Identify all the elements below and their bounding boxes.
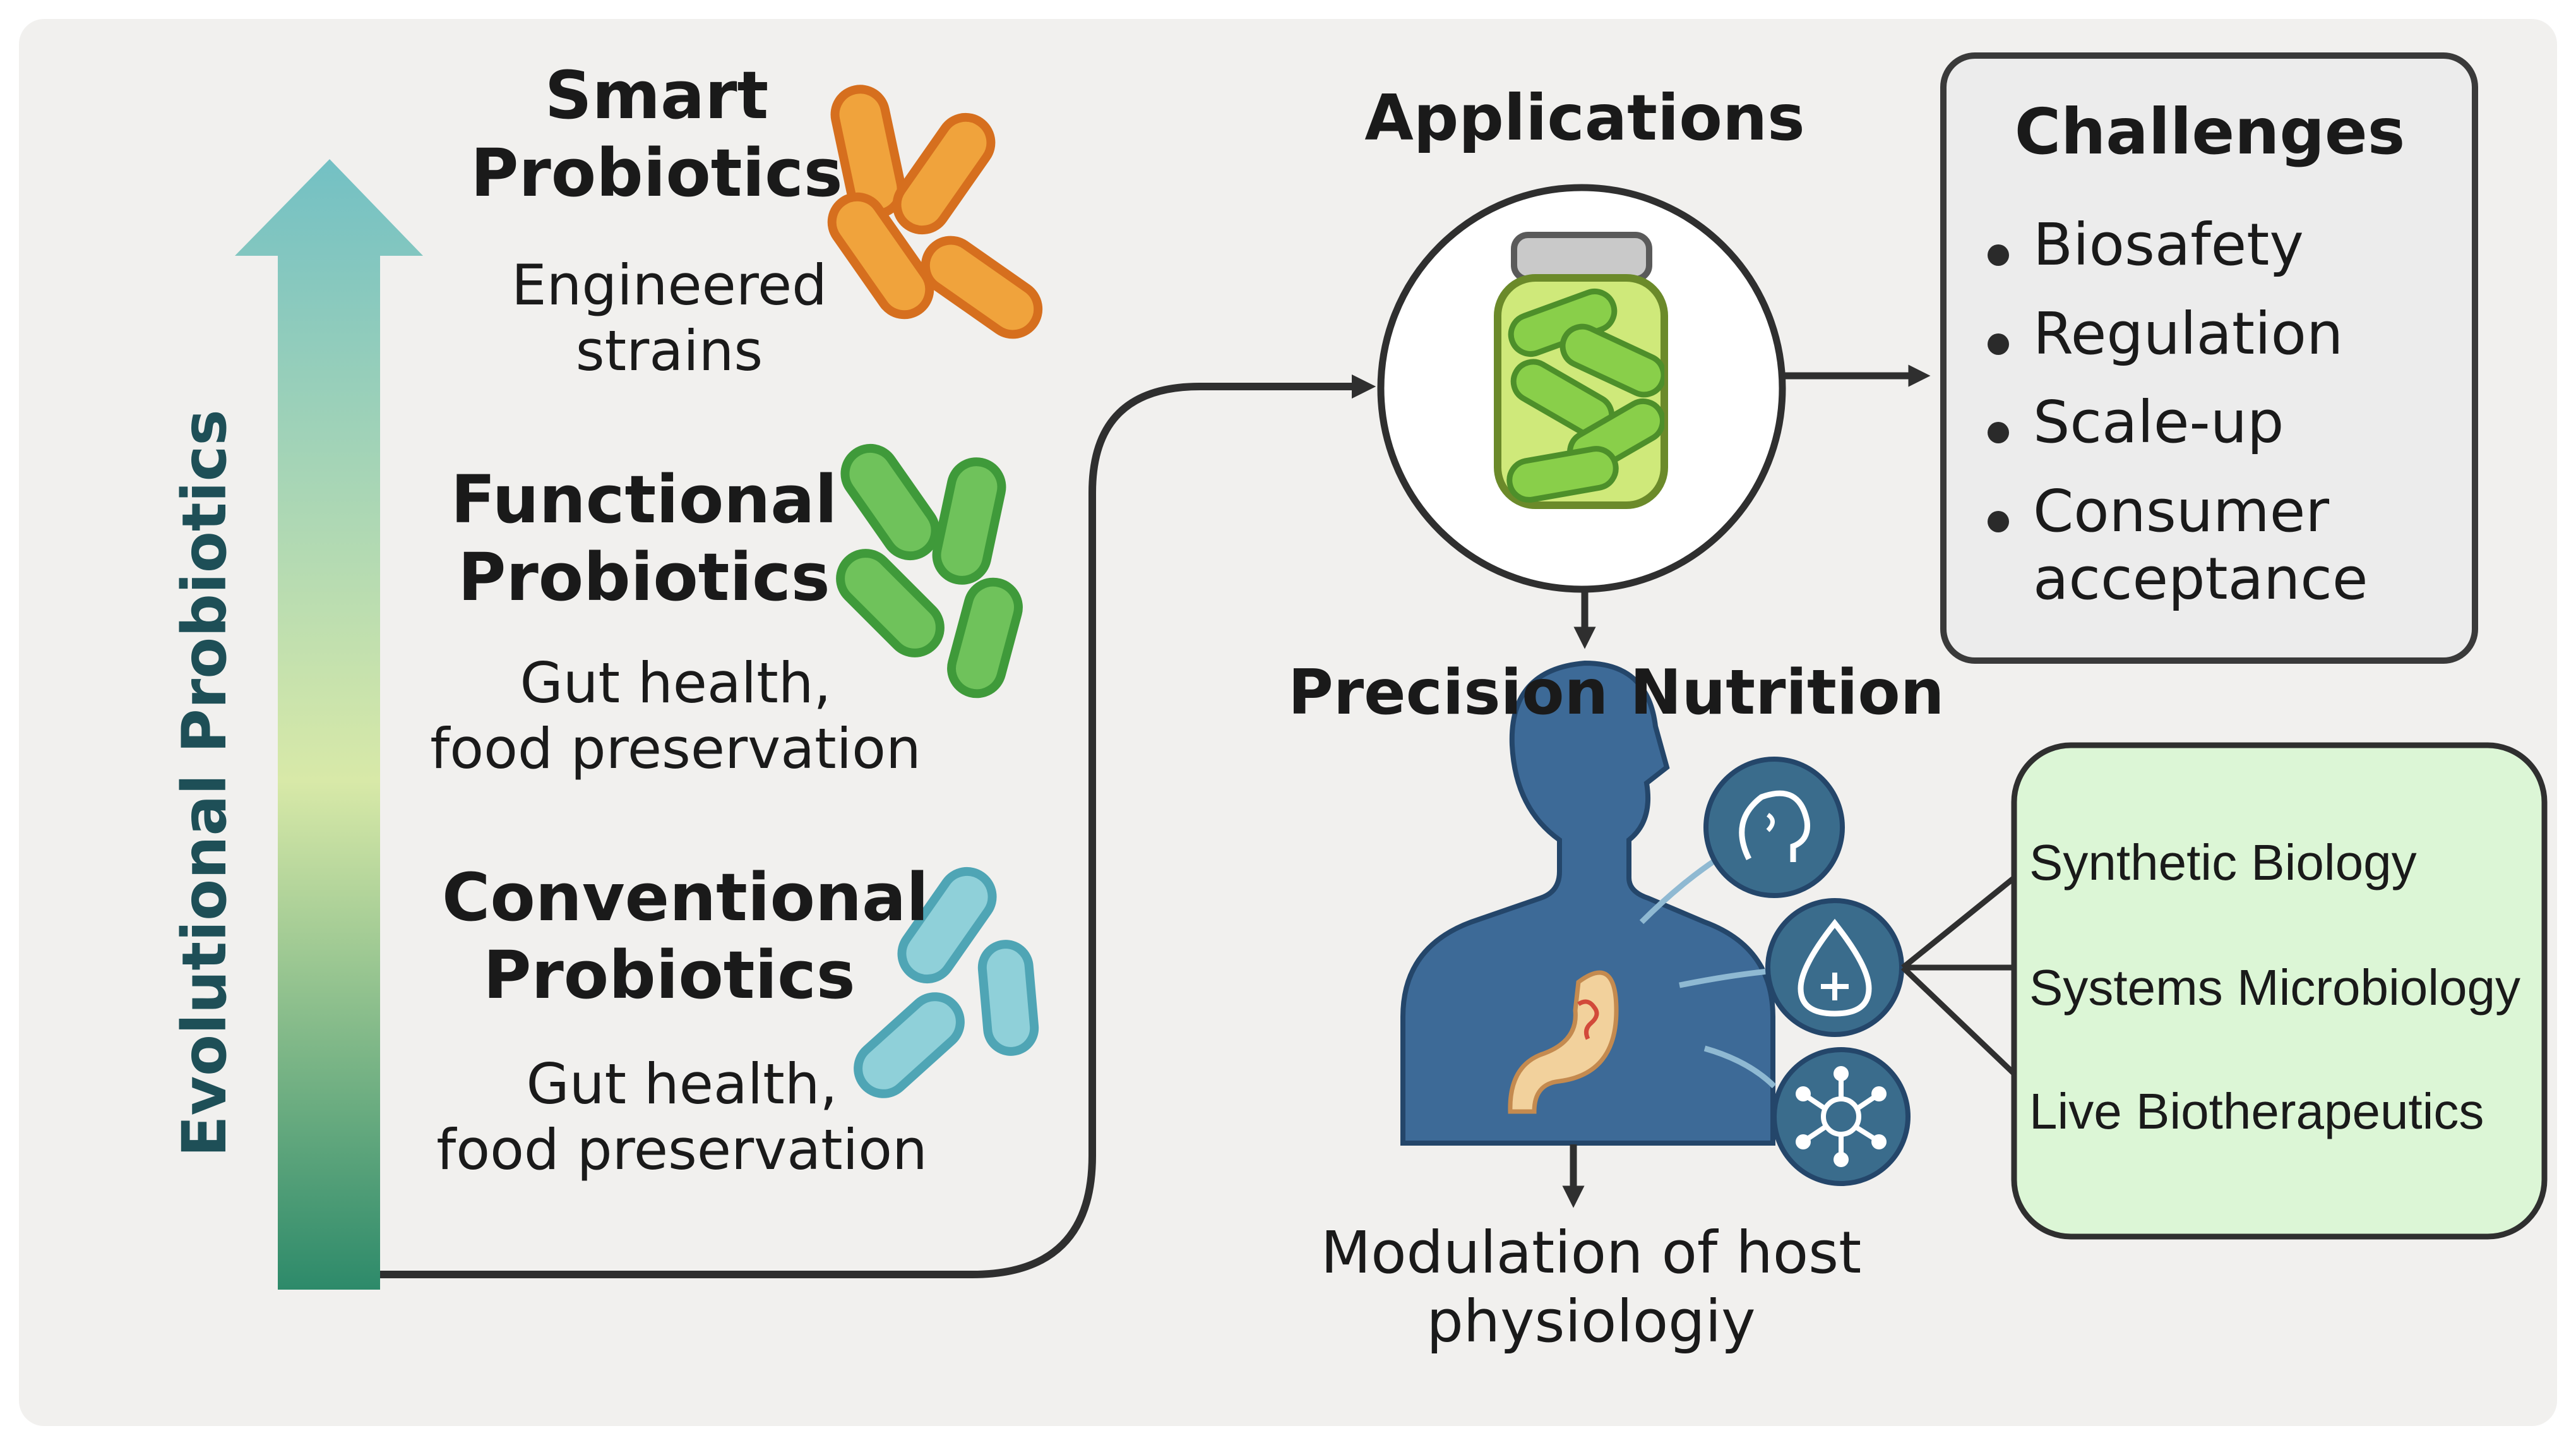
- evolution-axis-label: Evolutional Probiotics: [169, 409, 240, 1157]
- challenge-item: Consumer acceptance: [1983, 477, 2387, 613]
- brain-icon: [1703, 757, 1845, 898]
- stomach-icon: [1508, 970, 1619, 1114]
- smart-title-line1: Smart: [544, 57, 769, 134]
- technology-systems-microbiology: Systems Microbiology: [2029, 959, 2521, 1016]
- droplet-plus-icon: [1765, 898, 1904, 1037]
- teal-bacteria-icon: [854, 866, 1039, 1098]
- technology-synthetic-biology: Synthetic Biology: [2029, 834, 2417, 890]
- functional-title-line2: Probiotics: [458, 538, 830, 616]
- orange-bacteria-icon: [827, 85, 1043, 339]
- smart-title-line2: Probiotics: [470, 134, 843, 212]
- conventional-title-line2: Probiotics: [483, 936, 856, 1014]
- challenge-item: Regulation: [1983, 300, 2462, 368]
- conventional-title-line1: Conventional: [442, 859, 929, 936]
- functional-desc-line1: Gut health,: [520, 651, 832, 716]
- conventional-probiotics-desc: Gut health, food preservation: [429, 1052, 934, 1183]
- challenges-list: Biosafety Regulation Scale-up Consumer a…: [1983, 211, 2462, 635]
- outcome-text: Modulation of host physiologiy: [1275, 1219, 1907, 1356]
- conventional-probiotics-title: Conventional Probiotics: [442, 859, 929, 1014]
- human-body-icon: [1400, 660, 1775, 1146]
- challenges-title: Challenges: [2014, 95, 2406, 169]
- functional-title-line1: Functional: [450, 461, 838, 538]
- green-bacteria-icon: [836, 443, 1023, 699]
- evolution-arrow: [235, 159, 423, 1290]
- functional-probiotics-title: Functional Probiotics: [429, 461, 859, 616]
- outcome-line1: Modulation of host: [1320, 1219, 1862, 1286]
- technology-connectors: [1900, 875, 2017, 1076]
- challenge-item: Scale-up: [1983, 389, 2462, 457]
- smart-probiotics-desc: Engineered strains: [467, 253, 871, 384]
- technologies-box: [2011, 742, 2548, 1240]
- outcome-line2: physiologiy: [1426, 1287, 1756, 1355]
- probiotic-jar-icon: [1494, 232, 1668, 509]
- smart-probiotics-title: Smart Probiotics: [442, 57, 871, 212]
- smart-desc-line1: Engineered: [511, 253, 827, 318]
- applications-title: Applications: [1364, 81, 1805, 155]
- functional-desc-line2: food preservation: [430, 716, 921, 781]
- smart-desc-line2: strains: [575, 318, 763, 383]
- challenge-item: Biosafety: [1983, 211, 2462, 279]
- conventional-desc-line1: Gut health,: [526, 1052, 838, 1117]
- flow-connector: [380, 374, 1376, 1278]
- precision-nutrition-title: Precision Nutrition: [1288, 657, 1945, 729]
- technology-live-biotherapeutics: Live Biotherapeutics: [2029, 1083, 2484, 1139]
- conventional-desc-line2: food preservation: [436, 1117, 927, 1182]
- molecule-network-icon: [1772, 1047, 1911, 1186]
- functional-probiotics-desc: Gut health, food preservation: [429, 651, 922, 782]
- challenges-box: [1940, 52, 2478, 664]
